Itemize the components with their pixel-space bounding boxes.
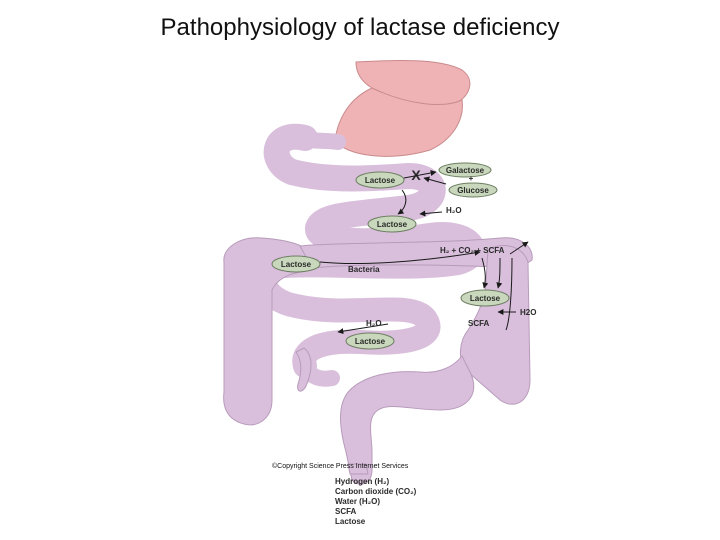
svg-text:Lactose: Lactose: [470, 294, 501, 303]
blocked-conversion-mark: X: [411, 167, 421, 183]
copyright-notice: ©Copyright Science Press Internet Servic…: [272, 462, 409, 470]
label-h2o-ileum: H₂O: [366, 319, 382, 328]
fecal-output-list: Hydrogen (H₂) Carbon dioxide (CO₂) Water…: [335, 477, 417, 526]
slide-title: Pathophysiology of lactase deficiency: [160, 14, 560, 41]
oval-lactose-2: Lactose: [367, 215, 417, 233]
output-item: SCFA: [335, 507, 357, 516]
label-bacteria: Bacteria: [348, 265, 380, 274]
svg-text:Lactose: Lactose: [355, 337, 386, 346]
plus-sign: +: [469, 174, 474, 183]
oval-lactose-5: Lactose: [345, 332, 395, 350]
output-item: Carbon dioxide (CO₂): [335, 487, 417, 496]
svg-text:Lactose: Lactose: [281, 260, 312, 269]
oval-glucose: Glucose: [448, 182, 498, 198]
stomach: [297, 59, 471, 157]
oval-lactose-4: Lactose: [460, 289, 510, 307]
label-fermentation-products: H₂ + CO₂ + SCFA: [440, 246, 505, 255]
oval-lactose-3: Lactose: [271, 255, 321, 273]
svg-text:Lactose: Lactose: [377, 220, 408, 229]
label-scfa: SCFA: [468, 319, 490, 328]
reaction-arrows: [319, 170, 529, 335]
svg-text:Glucose: Glucose: [457, 186, 489, 195]
large-intestine: [223, 237, 533, 485]
output-item: Hydrogen (H₂): [335, 477, 390, 486]
svg-text:Lactose: Lactose: [365, 176, 396, 185]
oval-galactose: Galactose: [438, 162, 492, 178]
label-h2o-small-intestine: H₂O: [446, 206, 462, 215]
label-h2o-colon: H2O: [520, 308, 536, 317]
output-item: Water (H₂O): [335, 497, 380, 506]
output-item: Lactose: [335, 517, 366, 526]
svg-text:Galactose: Galactose: [446, 166, 485, 175]
oval-lactose-1: Lactose: [355, 171, 405, 189]
